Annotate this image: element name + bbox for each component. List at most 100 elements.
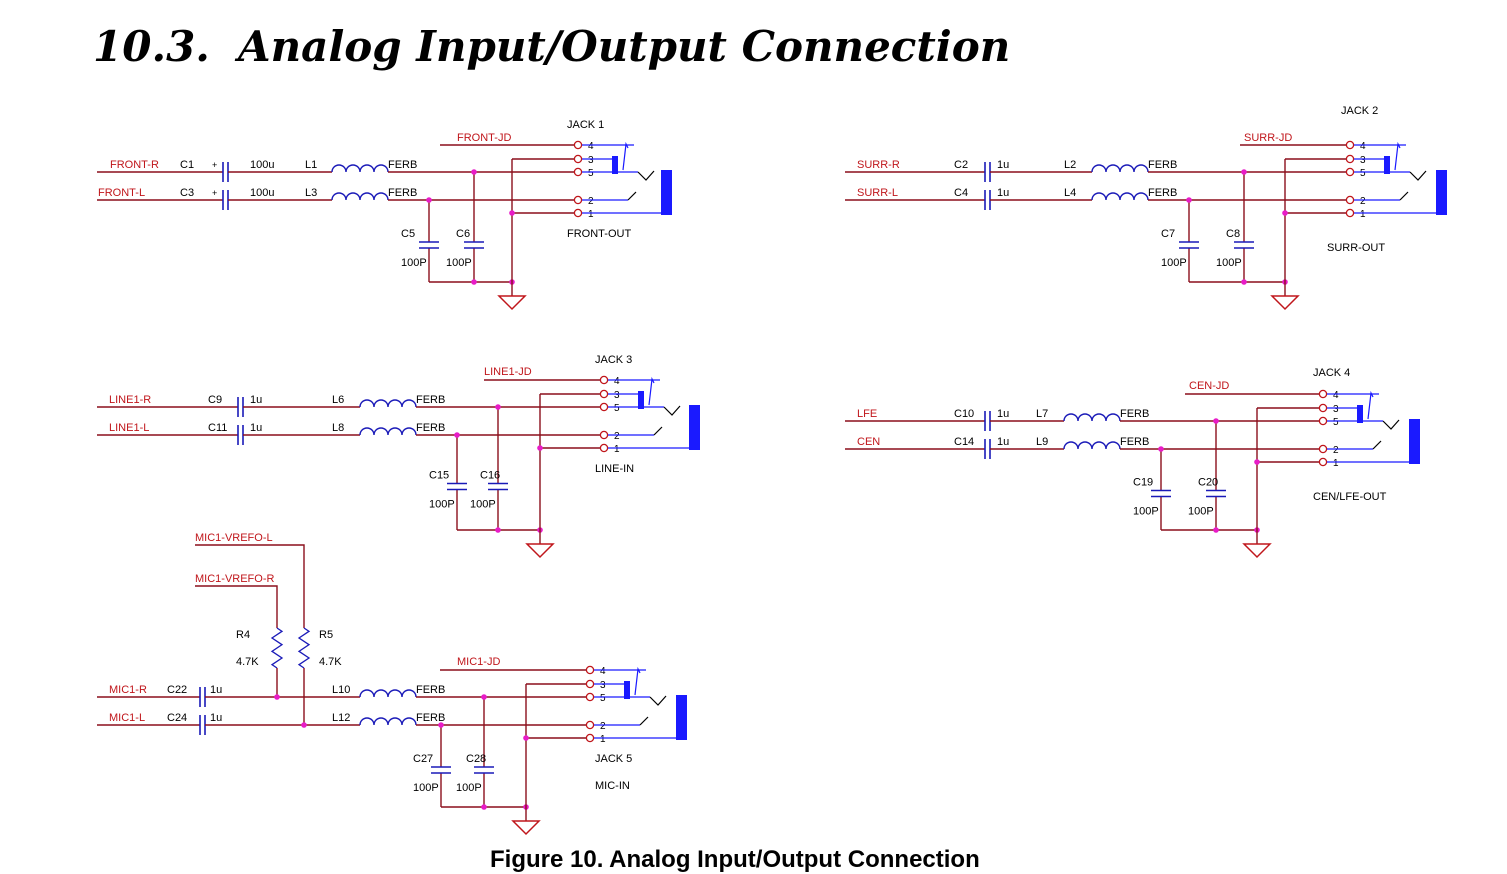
- surr-pin-number-5: 5: [1360, 168, 1366, 179]
- line1-contact-5-spring: [663, 405, 681, 416]
- surr-pin-3: [1345, 154, 1355, 164]
- cen-shunt-b-value: 100P: [1188, 506, 1214, 518]
- surr-ind-r-name: L2: [1064, 159, 1076, 171]
- line1-switch-arrow: [648, 376, 655, 406]
- surr-junction-pin1: [1282, 210, 1288, 216]
- surr-inductor-l: [1091, 192, 1149, 201]
- surr-ind-l-name: L4: [1064, 187, 1076, 199]
- mic1-pin-number-4: 4: [600, 666, 606, 677]
- front-junction-gnd-b: [471, 279, 477, 285]
- line1-ferb-l-label: FERB: [416, 422, 445, 434]
- mic1-pin-4: [585, 665, 595, 675]
- front-pin-number-1: 1: [588, 209, 594, 220]
- line1-junction-pin1: [537, 445, 543, 451]
- line1-pin-number-1: 1: [614, 444, 620, 455]
- surr-contact-5-spring: [1409, 170, 1427, 181]
- cen-cap-r-name: C10: [954, 408, 974, 420]
- cen-net-label-l: CEN: [857, 436, 880, 448]
- resistor-r5: [297, 627, 311, 669]
- cen-ground-symbol: [1242, 543, 1272, 559]
- surr-pin-1: [1345, 208, 1355, 218]
- resistor-r5-value: 4.7K: [319, 656, 342, 668]
- front-net-label-l: FRONT-L: [98, 187, 145, 199]
- mic1-contact-5-spring: [649, 695, 667, 706]
- surr-junction-a: [1186, 197, 1192, 203]
- mic1-net-label-r: MIC1-R: [109, 684, 147, 696]
- mic1-cap-l-value: 1u: [210, 712, 222, 724]
- front-ground-symbol: [497, 295, 527, 311]
- cen-junction-a: [1158, 446, 1164, 452]
- line1-pin-3: [599, 389, 609, 399]
- mic1-pin-number-5: 5: [600, 693, 606, 704]
- cen-ferb-l-label: FERB: [1120, 436, 1149, 448]
- front-junction-pin1: [509, 210, 515, 216]
- mic1-jack-name: JACK 5: [595, 753, 632, 765]
- cen-cap-r-value: 1u: [997, 408, 1009, 420]
- resistor-r4-name: R4: [236, 629, 250, 641]
- front-jd-label: FRONT-JD: [457, 132, 511, 144]
- front-switch-block: [612, 156, 618, 174]
- line1-cap-r-value: 1u: [250, 394, 262, 406]
- surr-pin-number-2: 2: [1360, 196, 1366, 207]
- surr-net-label-l: SURR-L: [857, 187, 898, 199]
- mic1-junction-gnd-b: [481, 804, 487, 810]
- front-net-label-r: FRONT-R: [110, 159, 159, 171]
- mic1-switch-arrow: [634, 666, 641, 696]
- mic1-pin-number-2: 2: [600, 721, 606, 732]
- cen-pin-number-3: 3: [1333, 404, 1339, 415]
- cen-inductor-l: [1063, 441, 1121, 450]
- mic1-shunt-b-value: 100P: [456, 782, 482, 794]
- junction-r5: [301, 722, 307, 728]
- line1-jd-label: LINE1-JD: [484, 366, 532, 378]
- mic1-pin-1: [585, 733, 595, 743]
- cen-pin-1: [1318, 457, 1328, 467]
- line1-pin-2: [599, 430, 609, 440]
- front-pin-3: [573, 154, 583, 164]
- cen-jd-label: CEN-JD: [1189, 380, 1229, 392]
- surr-cap-r-value: 1u: [997, 159, 1009, 171]
- mic1-pin-5: [585, 692, 595, 702]
- surr-cap-l-name: C4: [954, 187, 968, 199]
- mic1-pin-number-1: 1: [600, 734, 606, 745]
- cen-cap-l-name: C14: [954, 436, 974, 448]
- cen-junction-gnd-b: [1213, 527, 1219, 533]
- front-pin-1: [573, 208, 583, 218]
- cen-pin-number-4: 4: [1333, 390, 1339, 401]
- resistor-r4-value: 4.7K: [236, 656, 259, 668]
- line1-ind-l-name: L8: [332, 422, 344, 434]
- line1-junction-b: [495, 404, 501, 410]
- cen-pin-number-1: 1: [1333, 458, 1339, 469]
- front-cap-r-value: 100u: [250, 159, 274, 171]
- front-inductor-l: [331, 192, 389, 201]
- front-cap-l-value: 100u: [250, 187, 274, 199]
- line1-inductor-l: [359, 427, 417, 436]
- mic1-contact-2-spring: [639, 716, 649, 726]
- cen-ind-l-name: L9: [1036, 436, 1048, 448]
- line1-net-label-l: LINE1-L: [109, 422, 149, 434]
- line1-pin-1: [599, 443, 609, 453]
- cen-contact-2-spring: [1372, 440, 1382, 450]
- surr-pin-number-3: 3: [1360, 155, 1366, 166]
- mic1-ferb-l-label: FERB: [416, 712, 445, 724]
- line1-jack-function: LINE-IN: [595, 463, 634, 475]
- line1-net-label-r: LINE1-R: [109, 394, 151, 406]
- mic1-cap-l-name: C24: [167, 712, 187, 724]
- front-shunt-a-name: C5: [401, 228, 415, 240]
- front-cap-r-plus: +: [212, 160, 217, 170]
- cen-contact-5-spring: [1382, 419, 1400, 430]
- mic1-junction-a: [438, 722, 444, 728]
- surr-cap-r-name: C2: [954, 159, 968, 171]
- front-jack-body: [661, 170, 672, 215]
- surr-jack-body: [1436, 170, 1447, 215]
- mic-vrefo-r-label: MIC1-VREFO-R: [195, 573, 275, 585]
- front-contact-5-spring: [637, 170, 655, 181]
- mic-vrefo-r-wire: [195, 585, 278, 628]
- line1-jack-body: [689, 405, 700, 450]
- surr-jack-function: SURR-OUT: [1327, 242, 1385, 254]
- surr-jd-label: SURR-JD: [1244, 132, 1292, 144]
- cen-cap-l-value: 1u: [997, 436, 1009, 448]
- junction-r4: [274, 694, 280, 700]
- surr-contact-2-spring: [1399, 191, 1409, 201]
